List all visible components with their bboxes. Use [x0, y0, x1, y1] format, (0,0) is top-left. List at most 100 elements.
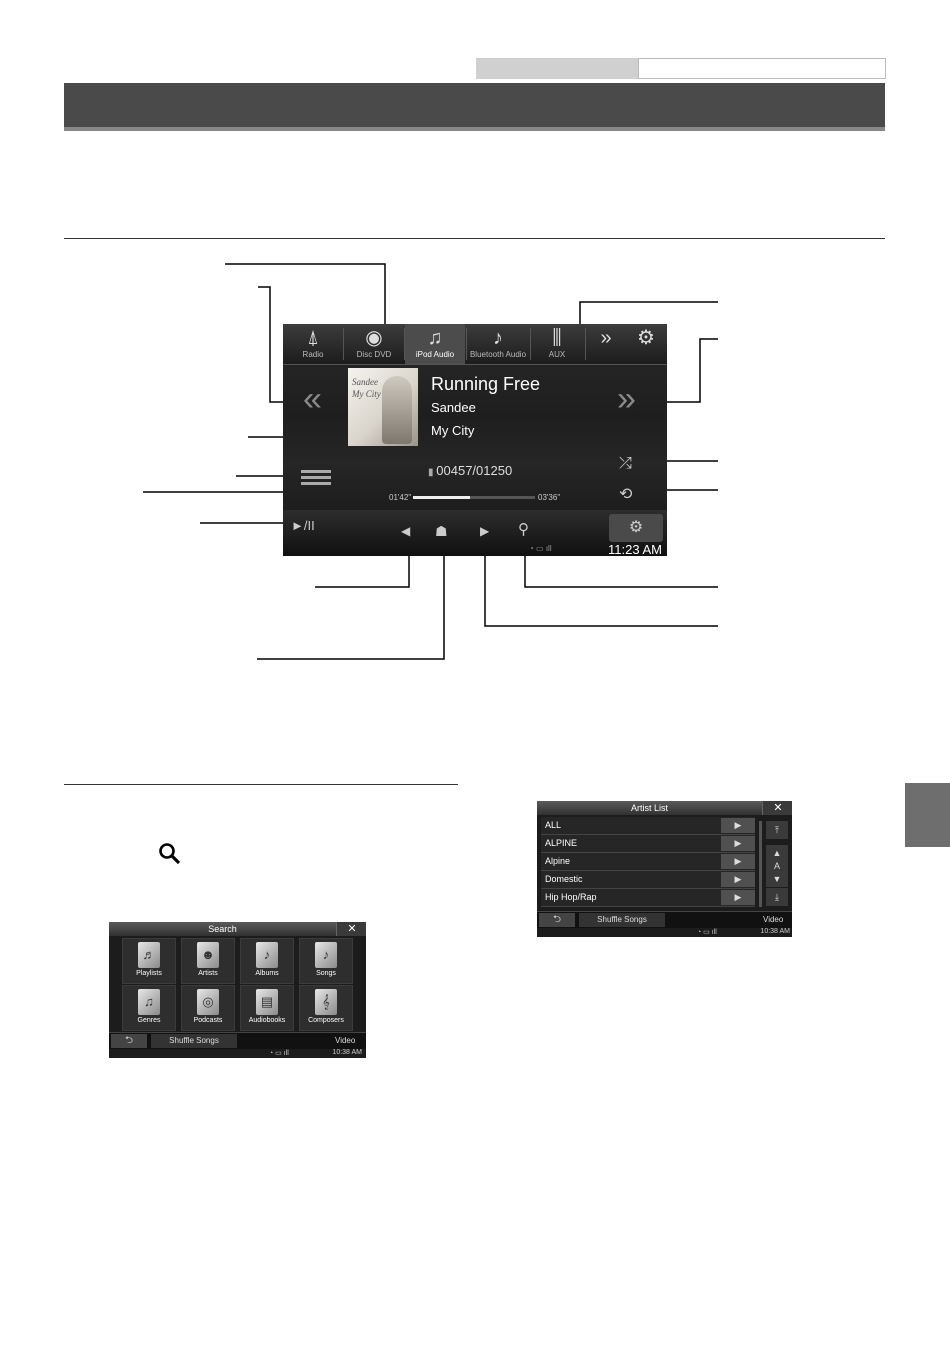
list-item[interactable]: Domestic▶ [541, 871, 755, 889]
alpha-search-button[interactable]: ▲A▼ [766, 845, 788, 887]
elapsed-time: 01'42" [389, 493, 412, 502]
callout-ch-up [484, 534, 718, 627]
list-item[interactable]: Alpine▶ [541, 853, 755, 871]
ipod-audio-screen: ⍋Radio ◉Disc DVD ♫iPod Audio ♪Bluetooth … [283, 324, 667, 556]
status-bar: ◔ ▭ ıll 10:38 AM [109, 1049, 362, 1058]
status-icons: ◔ ▭ ıll [269, 1050, 289, 1057]
wrench-disc-icon: ⚙ [628, 519, 644, 536]
play-icon[interactable]: ▶ [721, 872, 755, 887]
video-button[interactable]: Video [335, 1036, 356, 1045]
footer-bar: ⮌ Shuffle Songs Video [109, 1032, 366, 1049]
clock: 11:23 AM [608, 542, 662, 556]
status-icons: ◔ ▭ ıll [697, 929, 717, 936]
wrench-disc-icon: ⚙ [637, 327, 655, 349]
shuffle-songs-button[interactable]: Shuffle Songs [579, 913, 665, 927]
clock: 10:38 AM [332, 1049, 362, 1056]
callout-ch-mode [257, 534, 445, 660]
section-rule [64, 238, 885, 239]
play-icon[interactable]: ▶ [721, 890, 755, 905]
antenna-icon: ⍋ [307, 327, 319, 349]
audiobook-icon: ▤ [256, 989, 278, 1015]
album-artwork: Sandee My City [348, 368, 418, 446]
category-audiobooks[interactable]: ▤Audiobooks [240, 985, 294, 1031]
setup-button[interactable]: ⚙ [609, 514, 663, 542]
back-button[interactable]: ⮌ [539, 913, 575, 927]
previous-track-button[interactable]: « [303, 380, 322, 418]
play-icon[interactable]: ▶ [721, 836, 755, 851]
total-time: 03'36" [538, 493, 561, 502]
search-screen: Search ✕ ♬Playlists ☻Artists ♪Albums ♪So… [109, 922, 366, 1058]
category-songs[interactable]: ♪Songs [299, 938, 353, 984]
source-radio[interactable]: ⍋Radio [285, 324, 341, 364]
search-icon [158, 842, 182, 866]
close-button[interactable]: ✕ [762, 801, 792, 815]
artist-icon: ☻ [197, 942, 219, 968]
category-artists[interactable]: ☻Artists [181, 938, 235, 984]
status-icons: ◔ ▭ ıll [529, 544, 552, 553]
double-chevron-icon: » [600, 327, 612, 349]
genre-icon: ♫ [138, 989, 160, 1015]
source-disc[interactable]: ◉Disc DVD [345, 324, 403, 364]
song-title: Running Free [431, 374, 541, 394]
search-icon: ⚲ [518, 521, 529, 538]
footer-bar: ⮌ Shuffle Songs Video [537, 911, 792, 928]
section-title-band [64, 83, 885, 131]
progress-bar[interactable] [413, 496, 535, 499]
podcast-icon: ◎ [197, 989, 219, 1015]
disc-icon: ◉ [365, 327, 383, 349]
callout-next [648, 338, 718, 403]
screen-title: Artist List [537, 801, 762, 815]
artwork-figure [382, 376, 412, 444]
bluetooth-icon: ♪ [493, 327, 503, 349]
scroll-bottom-button[interactable]: ⤓ [766, 888, 788, 906]
category-podcasts[interactable]: ◎Podcasts [181, 985, 235, 1031]
play-icon[interactable]: ▶ [721, 818, 755, 833]
album-name: My City [431, 423, 475, 438]
search-button[interactable]: ⚲ [518, 520, 529, 538]
aux-plug-icon: ⫼ [552, 327, 562, 349]
next-track-button[interactable]: » [617, 380, 636, 418]
chapter-down-button[interactable]: ◀ [401, 524, 411, 538]
shuffle-button[interactable]: ⤮ [619, 455, 632, 472]
source-ipod[interactable]: ♫iPod Audio [405, 324, 465, 364]
track-counter: ▮ 00457/01250 [428, 463, 513, 478]
list-mode-button[interactable] [301, 470, 331, 488]
category-playlists[interactable]: ♬Playlists [122, 938, 176, 984]
video-button[interactable]: Video [763, 915, 784, 924]
shuffle-songs-button[interactable]: Shuffle Songs [151, 1034, 237, 1048]
chapter-up-button[interactable]: ▶ [480, 524, 490, 538]
composer-icon: 𝄞 [315, 989, 337, 1015]
source-aux[interactable]: ⫼AUX [531, 324, 583, 364]
song-icon: ♪ [315, 942, 337, 968]
category-albums[interactable]: ♪Albums [240, 938, 294, 984]
list-item[interactable]: ALL▶ [541, 817, 755, 835]
header-tab-box [638, 58, 886, 79]
category-genres[interactable]: ♫Genres [122, 985, 176, 1031]
control-bar [283, 510, 667, 556]
down-arrow-icon: ▼ [772, 874, 782, 884]
screen-title: Search [109, 922, 336, 936]
close-button[interactable]: ✕ [336, 922, 366, 936]
list-item[interactable]: Hip Hop/Rap▶ [541, 889, 755, 907]
source-bar: ⍋Radio ◉Disc DVD ♫iPod Audio ♪Bluetooth … [283, 324, 667, 365]
artist-list-screen: Artist List ✕ ALL▶ ALPINE▶ Alpine▶ Domes… [537, 801, 792, 937]
scrollbar[interactable] [759, 821, 762, 907]
chapter-mode-button[interactable]: ☗ [435, 523, 448, 539]
repeat-button[interactable]: ⟲ [619, 486, 633, 503]
setup-shortcut-button[interactable]: ⚙ [627, 324, 665, 364]
source-bluetooth[interactable]: ♪Bluetooth Audio [467, 324, 529, 364]
category-composers[interactable]: 𝄞Composers [299, 985, 353, 1031]
up-arrow-icon: ▲ [772, 848, 782, 858]
play-pause-button[interactable]: ►/II [291, 518, 315, 533]
scroll-top-button[interactable]: ⤒ [766, 821, 788, 839]
back-button[interactable]: ⮌ [111, 1034, 147, 1048]
list-item[interactable]: ALPINE▶ [541, 835, 755, 853]
file-icon: ▮ [428, 467, 437, 478]
more-sources-button[interactable]: » [587, 324, 625, 364]
play-icon[interactable]: ▶ [721, 854, 755, 869]
clock: 10:38 AM [760, 928, 790, 935]
subsection-rule [64, 784, 458, 785]
status-bar: ◔ ▭ ıll 10:38 AM [537, 928, 790, 937]
album-icon: ♪ [256, 942, 278, 968]
